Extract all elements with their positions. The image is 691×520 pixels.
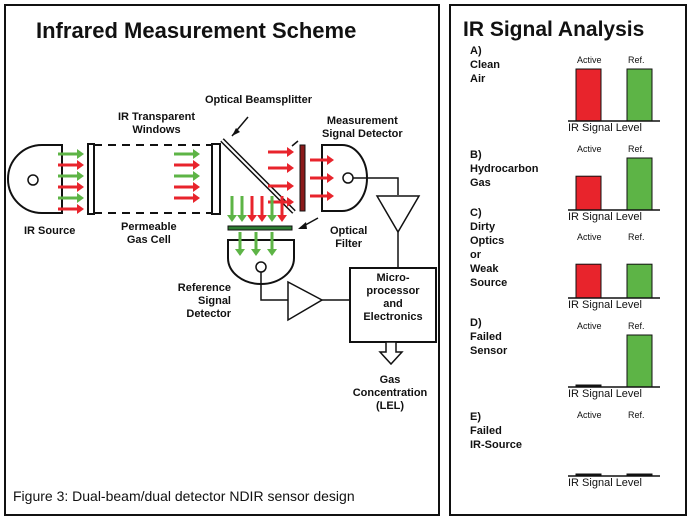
- axis-label: IR Signal Level: [568, 299, 642, 311]
- meas-detector-pointer: [291, 140, 299, 147]
- ref-column-label: Ref.: [628, 144, 645, 154]
- source-arrow: [58, 204, 84, 214]
- measurement-amplifier: [375, 195, 421, 234]
- split-down-arrow: [277, 196, 287, 222]
- active-signal-bar: [575, 68, 602, 122]
- measurement-scheme-panel: [4, 4, 440, 516]
- active-signal-bar: [575, 175, 602, 211]
- source-arrow: [58, 182, 84, 192]
- ref-column-label: Ref.: [628, 321, 645, 331]
- measurement-filter: [299, 144, 306, 212]
- source-arrow: [58, 149, 84, 159]
- ref-signal-bar: [626, 334, 653, 388]
- gas-cell-left-window: [87, 143, 95, 215]
- active-column-label: Active: [577, 321, 602, 331]
- ref-column-label: Ref.: [628, 55, 645, 65]
- active-column-label: Active: [577, 144, 602, 154]
- cell-arrow: [174, 171, 200, 181]
- reference-arrow: [235, 232, 245, 256]
- case-label: A) Clean Air: [470, 45, 500, 85]
- source-arrow: [58, 171, 84, 181]
- signal-analysis-panel: [449, 4, 687, 516]
- active-column-label: Active: [577, 55, 602, 65]
- case-label: D) Failed Sensor: [470, 317, 508, 357]
- split-down-arrow: [267, 196, 277, 222]
- optical-filter-label: Optical Filter: [330, 225, 368, 250]
- output-arrow: [378, 341, 404, 366]
- case-label: E) Failed IR-Source: [470, 411, 522, 451]
- measurement-arrow: [310, 173, 334, 183]
- axis-label: IR Signal Level: [568, 122, 642, 134]
- ref-signal-bar: [626, 68, 653, 122]
- signal-bars: [568, 68, 660, 477]
- reference-detector-label: Reference Signal Detector: [177, 282, 231, 320]
- case-label: B) Hydrocarbon Gas: [470, 149, 539, 189]
- beamsplitter-label: Optical Beamsplitter: [205, 94, 312, 106]
- gas-cell-right-window: [211, 143, 221, 215]
- ref-signal-bar: [626, 263, 653, 299]
- analysis-title: IR Signal Analysis: [463, 18, 645, 41]
- measurement-signal-wire: [353, 177, 399, 195]
- split-down-arrow: [237, 196, 247, 222]
- ir-source-label: IR Source: [24, 225, 76, 237]
- source-beam-arrows: [58, 149, 84, 214]
- cell-arrow: [174, 160, 200, 170]
- cell-arrow: [174, 149, 200, 159]
- measurement-arrow: [310, 191, 334, 201]
- electronics-box: [349, 267, 437, 343]
- axis-label: IR Signal Level: [568, 388, 642, 400]
- active-column-label: Active: [577, 410, 602, 420]
- active-column-label: Active: [577, 232, 602, 242]
- split-down-arrow: [227, 196, 237, 222]
- ref-column-label: Ref.: [628, 232, 645, 242]
- reference-detector-element: [255, 261, 267, 273]
- figure-caption: Figure 3: Dual-beam/dual detector NDIR s…: [13, 488, 355, 504]
- split-down-arrow: [247, 196, 257, 222]
- reference-beam-arrows: [227, 196, 287, 256]
- axis-label: IR Signal Level: [568, 211, 642, 223]
- electronics-label: Micro- processor and Electronics: [363, 272, 423, 323]
- reference-arrow: [267, 232, 277, 256]
- cell-arrow: [174, 193, 200, 203]
- cell-arrow: [174, 182, 200, 192]
- ref-column-label: Ref.: [628, 410, 645, 420]
- split-down-arrow: [257, 196, 267, 222]
- split-arrow: [268, 181, 294, 191]
- scheme-title: Infrared Measurement Scheme: [36, 18, 357, 43]
- ir-source-filament: [27, 174, 39, 186]
- measurement-detector-label: Measurement Signal Detector: [322, 115, 403, 140]
- gas-cell-label: Permeable Gas Cell: [121, 221, 177, 246]
- split-arrow: [268, 163, 294, 173]
- case-label: C) Dirty Optics or Weak Source: [470, 207, 508, 289]
- reference-signal-wire: [260, 272, 288, 301]
- reference-arrow: [251, 232, 261, 256]
- output-label: Gas Concentration (LEL): [352, 374, 428, 412]
- cell-beam-arrows: [174, 149, 200, 203]
- source-arrow: [58, 193, 84, 203]
- reference-amplifier: [287, 280, 324, 322]
- ir-windows-label: IR Transparent Windows: [118, 111, 196, 136]
- measurement-arrow: [310, 155, 334, 165]
- reference-filter: [227, 225, 293, 231]
- axis-label: IR Signal Level: [568, 477, 642, 489]
- measurement-detector-element: [342, 172, 354, 184]
- measurement-beam-arrows: [268, 147, 334, 207]
- split-arrow: [268, 147, 294, 157]
- source-arrow: [58, 160, 84, 170]
